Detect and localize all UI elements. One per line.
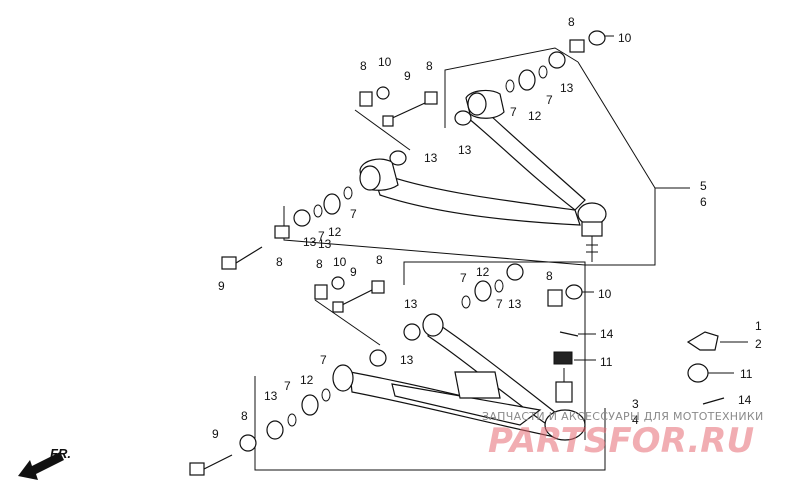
callout-8-lower-left-collar: 8: [241, 409, 248, 423]
callout-labels: 8 10 8 10 9 8 7 13 12 7 13 13 5 6 13 7 7…: [212, 15, 762, 441]
callout-10-top-right: 10: [618, 31, 632, 45]
callout-13-lower-mid: 13: [400, 353, 414, 367]
callout-7-lower-right-b: 7: [496, 297, 503, 311]
callout-11-side: 11: [740, 367, 753, 381]
callout-14-side: 14: [738, 393, 752, 407]
callout-7-upper-left-b: 7: [350, 207, 357, 221]
callout-8-lower-left: 8: [316, 257, 323, 271]
callout-12-lower-right: 12: [476, 265, 490, 279]
callout-13-lower-right: 13: [508, 297, 522, 311]
upper-arm-assembly: [221, 30, 690, 270]
callout-8-top-right: 8: [568, 15, 575, 29]
callout-9-upper-bolt: 9: [218, 279, 225, 293]
callout-7-top-right-a: 7: [510, 105, 517, 119]
watermark-tagline: ЗАПЧАСТИ И АКСЕССУАРЫ ДЛЯ МОТОТЕХНИКИ: [482, 410, 764, 423]
callout-13-top-right: 13: [560, 81, 574, 95]
callout-13-lower-center: 13: [404, 297, 418, 311]
watermark-logo: PARTSFOR.RU: [488, 421, 754, 461]
callout-3: 3: [632, 397, 639, 411]
callout-13-upper-left: 13: [303, 235, 317, 249]
callout-7-top-right-b: 7: [546, 93, 553, 107]
callout-13-lower-left: 13: [264, 389, 278, 403]
lower-control-arm: [332, 313, 586, 441]
callout-14-cotter: 14: [600, 327, 614, 341]
callout-9-lower-left: 9: [350, 265, 357, 279]
callout-7-lower-right-a: 7: [460, 271, 467, 285]
callout-7-upper-left-a: 7: [318, 229, 325, 243]
callout-12-top-right: 12: [528, 109, 542, 123]
callout-13-upper-mid: 13: [424, 151, 438, 165]
callout-7-lower-left-a: 7: [320, 353, 327, 367]
callout-2: 2: [755, 337, 762, 351]
callout-8-lower-right: 8: [546, 269, 553, 283]
callout-8-upper-collar: 8: [276, 255, 283, 269]
upper-control-arm: [359, 89, 607, 262]
callout-10-lower-left: 10: [333, 255, 347, 269]
callout-5: 5: [700, 179, 707, 193]
lower-arm-assembly: [189, 261, 725, 476]
callout-6: 6: [700, 195, 707, 209]
callout-8-top-center: 8: [426, 59, 433, 73]
front-direction-arrow: FR.: [18, 446, 71, 480]
callout-12-lower-left: 12: [300, 373, 314, 387]
callout-13-upper-left-b: 13: [318, 237, 332, 251]
watermark: ЗАПЧАСТИ И АКСЕССУАРЫ ДЛЯ МОТОТЕХНИКИ PA…: [482, 410, 764, 461]
callout-1: 1: [755, 319, 762, 333]
front-label: FR.: [50, 446, 71, 461]
callout-12-upper-left: 12: [328, 225, 342, 239]
callout-11-nut: 11: [600, 355, 613, 369]
callout-10-lower-right: 10: [598, 287, 612, 301]
callout-8-top-left: 8: [360, 59, 367, 73]
callout-9-lower-bolt: 9: [212, 427, 219, 441]
callout-8-lower-center: 8: [376, 253, 383, 267]
callout-9-top-left: 9: [404, 69, 411, 83]
callout-4: 4: [632, 413, 639, 427]
arrow-left-down-icon: [18, 452, 64, 480]
callout-13-top-center: 13: [458, 143, 472, 157]
callout-7-lower-left-b: 7: [284, 379, 291, 393]
callout-10-top-left: 10: [378, 55, 392, 69]
